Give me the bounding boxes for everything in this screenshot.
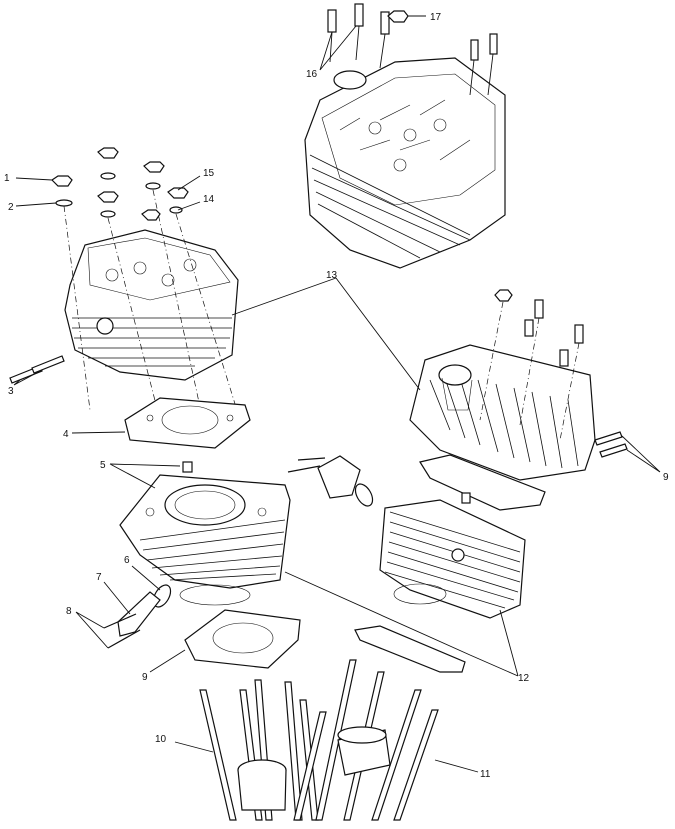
callout-9-front: 9 xyxy=(142,672,148,683)
callouts: 1 2 3 4 5 6 7 8 9 9 10 11 12 13 14 15 16… xyxy=(4,12,669,780)
rear-cylinder-dowel xyxy=(461,492,471,504)
pushrods xyxy=(199,659,439,821)
rear-base-gasket xyxy=(354,625,466,673)
front-cylinder-head xyxy=(64,229,239,381)
head-nuts-and-washers xyxy=(51,147,241,431)
callout-14: 14 xyxy=(203,194,215,205)
callout-3: 3 xyxy=(8,386,14,397)
leader-lines xyxy=(13,15,661,773)
front-base-gasket xyxy=(184,609,301,669)
callout-11: 11 xyxy=(480,769,491,780)
rear-head-gasket xyxy=(419,454,546,511)
callout-10: 10 xyxy=(155,734,167,745)
callout-9-rear: 9 xyxy=(663,472,669,483)
rear-head-studs xyxy=(479,289,584,441)
callout-15: 15 xyxy=(203,168,215,179)
cylinder-dowel xyxy=(182,461,193,473)
callout-16: 16 xyxy=(306,69,318,80)
head-studs-and-nut xyxy=(327,3,498,96)
pistons xyxy=(237,726,391,811)
callout-7: 7 xyxy=(96,572,102,583)
callout-8: 8 xyxy=(66,606,72,617)
dowel-pins xyxy=(9,355,65,384)
front-head-gasket xyxy=(124,397,251,449)
callout-6: 6 xyxy=(124,555,130,566)
callout-2: 2 xyxy=(8,202,14,213)
intake-fitting-front xyxy=(103,584,172,649)
callout-4: 4 xyxy=(63,429,69,440)
callout-13: 13 xyxy=(326,270,338,281)
callout-12: 12 xyxy=(518,673,530,684)
cylinder-head-top-view xyxy=(304,57,506,269)
rear-dowel-pins xyxy=(594,431,628,458)
intake-fitting-rear xyxy=(287,455,374,507)
rear-cylinder-barrel xyxy=(379,499,526,619)
rear-cylinder-head xyxy=(409,344,596,481)
callout-17: 17 xyxy=(430,12,442,23)
callout-5: 5 xyxy=(100,460,106,471)
front-cylinder-barrel xyxy=(119,474,291,606)
callout-1: 1 xyxy=(4,173,10,184)
